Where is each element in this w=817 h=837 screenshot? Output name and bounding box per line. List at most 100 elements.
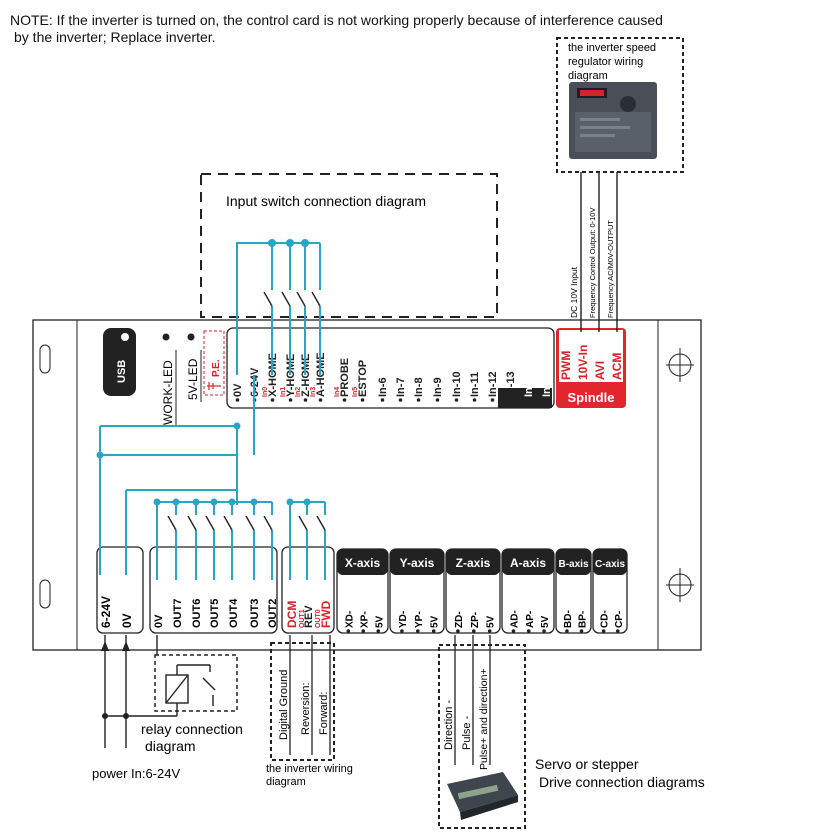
5v-led (187, 333, 195, 341)
output-switch-contacts (167, 515, 326, 531)
axis-2-pin-dot-2 (487, 629, 492, 633)
input-sublabel-3: In3 (310, 387, 317, 397)
spindle-wires (580, 172, 618, 332)
inverter-wiring-wires (289, 635, 331, 755)
axis-3-pin-1: AP- (525, 611, 536, 628)
input-terminal-14: In-12 (487, 371, 499, 397)
wiring-junctions (96, 239, 311, 506)
input-terminal-4: Z-HOME (300, 354, 312, 397)
axis-1-pin-0: YD- (398, 611, 409, 628)
axis-blocks: X-axisXD-XP-5VY-axisYD-YP-5VZ-axisZD-ZP-… (336, 548, 628, 634)
axis-4-pin-1: BP- (578, 611, 589, 628)
input-sublabel-1: In1 (280, 387, 287, 397)
input-terminal-16: In-14 (523, 370, 535, 397)
axis-4-pin-0: BD- (563, 610, 574, 628)
input-terminal-dot-11 (435, 398, 440, 402)
input-terminal-dot-17 (544, 398, 549, 402)
note-line-1: NOTE: If the inverter is turned on, the … (10, 12, 663, 28)
axis-5-pin-dot-1 (615, 629, 620, 633)
axis-header-5 (593, 549, 627, 575)
input-sublabel-0: In0 (262, 387, 269, 397)
axis-header-4 (556, 549, 591, 575)
relay-caption-line1: relay connection (141, 721, 243, 737)
inverter-terminal-1: OUT1 (299, 609, 306, 628)
power-terminal-block (96, 546, 144, 634)
inverter-speed-label-line2: regulator wiring (568, 56, 643, 68)
spindle-terminal-area (559, 330, 623, 382)
input-terminal-13: In-11 (469, 372, 481, 397)
axis-2-pin-2: 5V (486, 615, 497, 628)
inverter-terminal-0: DCM (285, 601, 299, 628)
inverter-wiring-caption-line2: diagram (266, 776, 306, 788)
5v-led-label: 5V-LED (186, 358, 200, 400)
output-terminal-6: OUT2 (267, 599, 279, 628)
axis-1-pin-2: 5V (430, 615, 441, 628)
output-terminal-5: OUT3 (249, 599, 261, 628)
spindle-terminal-3: ACM (610, 353, 624, 380)
inverter-terminal-4: FWD (319, 600, 333, 628)
input-terminal-dot-7 (360, 398, 365, 402)
axis-2-pin-dot-1 (471, 629, 476, 633)
relay-caption-line2: diagram (145, 738, 196, 754)
pe-label: P.E. (211, 359, 222, 377)
input-terminal-3: Y-HOME (285, 354, 297, 397)
input-terminal-dot-9 (398, 398, 403, 402)
pe-block (203, 330, 225, 396)
input-terminal-10: In-8 (413, 377, 425, 397)
work-led (162, 333, 170, 341)
axis-header-2 (446, 549, 500, 575)
inverter-speed-label-line3: diagram (568, 70, 608, 82)
inverter-wire-label-3: Forward: (318, 692, 330, 735)
inverter-wiring-box (270, 642, 335, 761)
input-switch-contacts (263, 291, 321, 307)
input-terminal-dot-2 (270, 398, 275, 402)
axis-name-4: B-axis (558, 559, 588, 570)
input-terminal-dot-4 (303, 398, 308, 402)
input-terminal-dot-15 (508, 398, 513, 402)
spindle-wire-label-2: Frequency Control Output: 0-10V (588, 208, 597, 318)
usb-port (103, 328, 136, 396)
axis-5-pin-dot-0 (601, 629, 606, 633)
left-mount-slot-bottom (39, 579, 51, 609)
drive-caption-line2: Drive connection diagrams (539, 774, 705, 790)
note-line-2: by the inverter; Replace inverter. (14, 29, 216, 45)
output-terminal-1: OUT7 (172, 599, 184, 628)
axis-name-0: X-axis (345, 556, 381, 570)
ground-icon (207, 382, 221, 390)
board-outline (32, 319, 702, 651)
axis-1-pin-dot-2 (431, 629, 436, 633)
axis-3-pin-dot-0 (511, 629, 516, 633)
input-terminal-9: In-7 (395, 377, 407, 397)
power-caption: power In:6-24V (92, 766, 180, 781)
input-terminal-6: PROBE (339, 358, 351, 397)
relay-wires (104, 635, 177, 748)
input-terminal-12: In-10 (451, 371, 463, 397)
drive-wiring-box (438, 644, 526, 829)
axis-1-pin-dot-0 (400, 629, 404, 633)
input-terminal-dot-0 (235, 398, 240, 402)
drive-wiring-wires (454, 635, 491, 765)
spindle-wire-label-1: DC 10V Input (569, 266, 579, 318)
input-sublabel-4: In4 (334, 387, 341, 397)
relay-coil-icon (165, 664, 216, 716)
axis-header-3 (502, 549, 554, 575)
input-terminal-0: 0V (232, 383, 244, 397)
spindle-terminal-1: 10V-In (576, 345, 590, 380)
wiring-lines (99, 242, 326, 580)
axis-4-pin-dot-1 (579, 629, 584, 633)
right-mount-hole-top (666, 348, 694, 382)
output-terminal-4: OUT4 (228, 598, 240, 628)
right-mount-hole-bottom (666, 568, 694, 602)
axis-3-pin-2: 5V (540, 615, 551, 628)
